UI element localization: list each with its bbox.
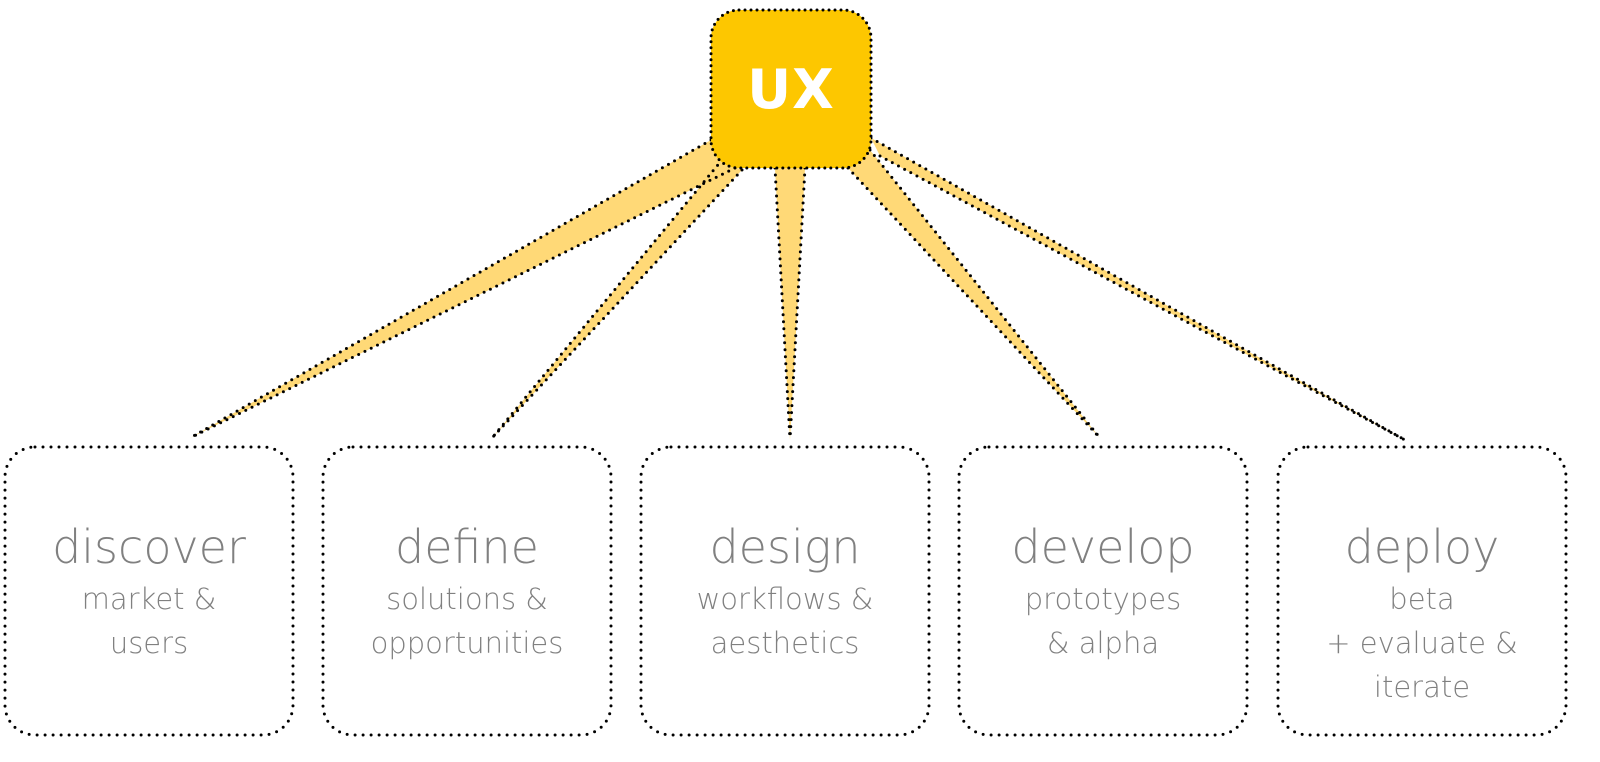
stage-subtitle-line: workflows & bbox=[696, 582, 874, 616]
connector-discover bbox=[190, 140, 735, 438]
stage-title: deploy bbox=[1344, 520, 1500, 574]
stage-subtitle-line: solutions & bbox=[386, 582, 548, 616]
stage-subtitle-line: prototypes bbox=[1024, 582, 1182, 616]
stage-subtitle-line: users bbox=[109, 626, 189, 660]
stage-title: define bbox=[395, 520, 539, 574]
connector-design bbox=[775, 168, 805, 440]
stage-deploy: deploy beta + evaluate & iterate bbox=[1278, 447, 1566, 735]
ux-hub-box bbox=[709, 8, 873, 170]
stage-discover: discover market & users bbox=[5, 447, 293, 735]
connector-edge bbox=[878, 154, 1407, 442]
stage-box-develop bbox=[957, 445, 1249, 737]
stage-subtitle-line: aesthetics bbox=[710, 626, 860, 660]
stage-subtitle-line: beta bbox=[1389, 582, 1455, 616]
stage-box-deploy bbox=[1276, 445, 1568, 737]
stage-subtitle-line: iterate bbox=[1373, 670, 1471, 704]
connector-develop bbox=[848, 150, 1100, 438]
connector-edge bbox=[490, 158, 724, 440]
connector-define bbox=[492, 160, 742, 438]
stage-title: develop bbox=[1011, 520, 1195, 574]
connector-edge bbox=[188, 138, 713, 440]
connector-edge bbox=[869, 136, 1407, 442]
connector-edge bbox=[868, 148, 1102, 440]
connector-edge bbox=[490, 168, 744, 440]
stage-develop: develop prototypes & alpha bbox=[959, 447, 1247, 735]
stage-subtitle-line: + evaluate & bbox=[1326, 626, 1518, 660]
stage-box-design bbox=[639, 445, 931, 737]
stage-define: define solutions & opportunities bbox=[323, 447, 611, 735]
connector-edge bbox=[846, 166, 1102, 440]
stage-design: design workflows & aesthetics bbox=[641, 447, 929, 735]
stage-subtitle-line: & alpha bbox=[1046, 626, 1160, 660]
stage-subtitle-line: market & bbox=[81, 582, 217, 616]
stage-title: discover bbox=[52, 520, 246, 574]
stage-box-define bbox=[321, 445, 613, 737]
stage-box-discover bbox=[3, 445, 295, 737]
stage-subtitle-line: opportunities bbox=[370, 626, 564, 660]
stage-title: design bbox=[709, 520, 861, 574]
ux-hub-label: UX bbox=[747, 57, 835, 121]
